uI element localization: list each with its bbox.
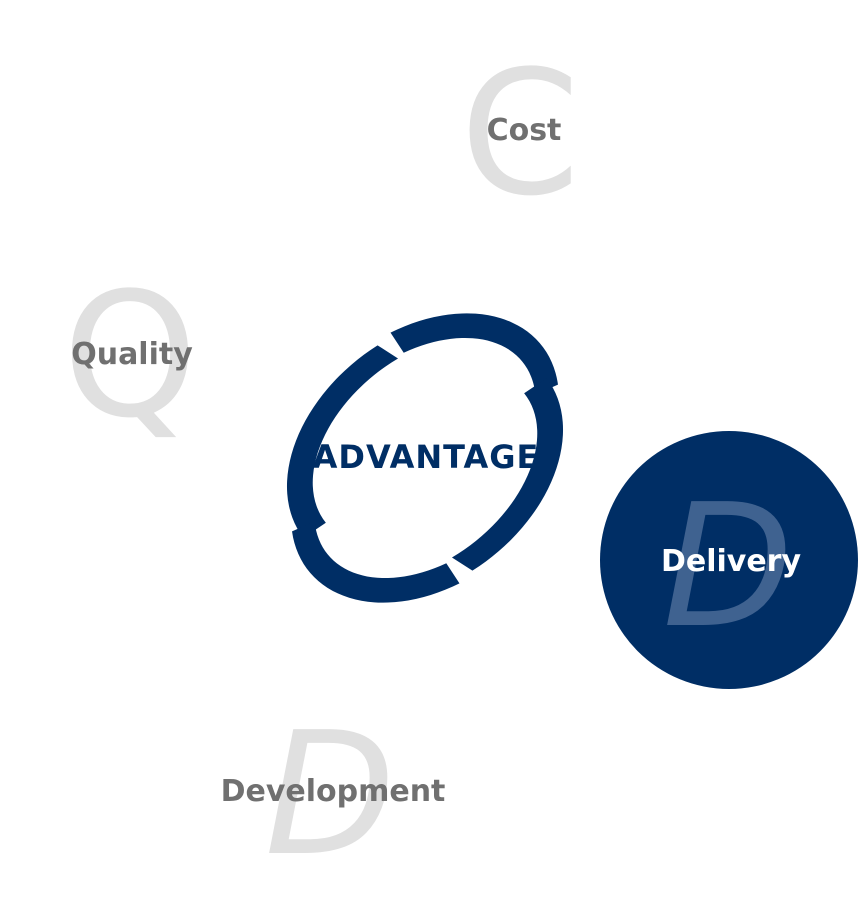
node-development: D Development [221,696,446,894]
advantage-ring [287,313,563,603]
delivery-label: Delivery [661,544,802,579]
delivery-glyph: D [663,468,794,666]
ring-arc-left [292,521,460,603]
advantage-label: ADVANTAGE [313,438,540,476]
node-quality: Q Quality [62,255,197,456]
delivery-circle [600,431,858,689]
node-cost: C Cost [460,33,580,234]
development-label: Development [221,774,446,809]
ring-arc-lower [451,378,563,571]
quality-glyph: Q [62,255,197,456]
cost-glyph: C [460,33,580,234]
cost-label: Cost [487,113,562,148]
development-glyph: D [265,696,396,894]
ring-arc-right [390,313,558,395]
node-delivery: D Delivery [600,431,858,689]
ring-arc-upper [287,345,399,538]
quality-label: Quality [71,337,193,372]
